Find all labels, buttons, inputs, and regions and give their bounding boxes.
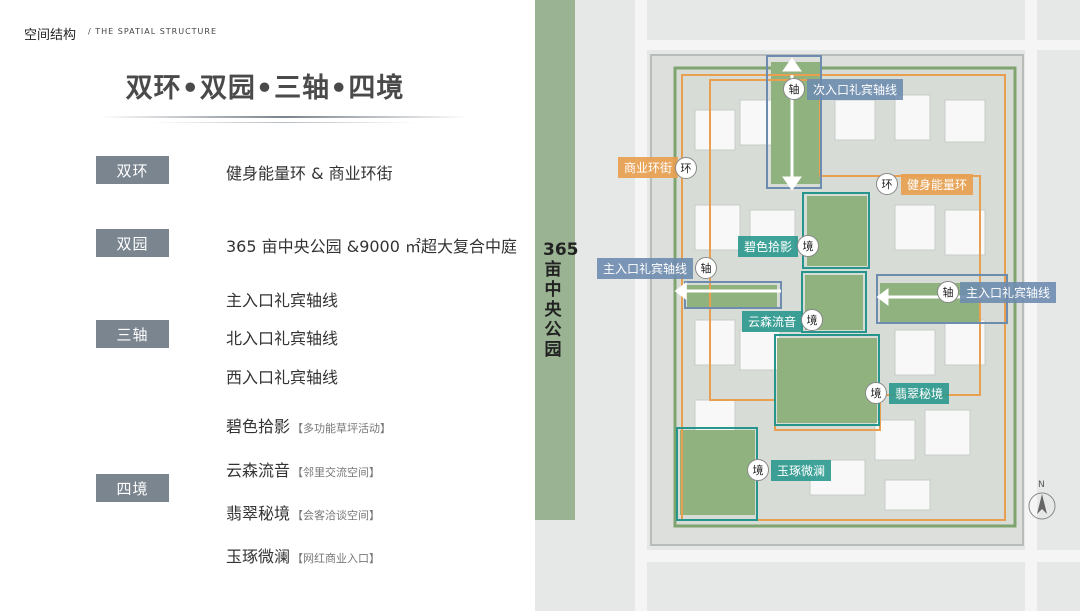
site-plan-drawing bbox=[535, 0, 1080, 611]
central-park-label: 365亩中央公园 bbox=[543, 240, 579, 360]
title-divider-secondary bbox=[150, 122, 418, 123]
compass-letter: N bbox=[1038, 480, 1045, 490]
north-compass-icon: N bbox=[1027, 478, 1057, 522]
site-plan: 365亩中央公园 轴 次入口礼宾轴线 商业环街 环 环 健身能量环 碧色拾影 境… bbox=[535, 0, 1080, 611]
axis-line-west: 西入口礼宾轴线 bbox=[226, 368, 339, 387]
scene4-label: 玉琢微澜 bbox=[771, 460, 832, 481]
scene-badge-4: 境 bbox=[747, 459, 769, 481]
scene-line-2: 云森流音【邻里交流空间】 bbox=[226, 461, 381, 480]
scene2-label: 云森流音 bbox=[742, 311, 803, 332]
axis-line-main: 主入口礼宾轴线 bbox=[226, 291, 339, 310]
scene-line-3: 翡翠秘境【会客洽谈空间】 bbox=[226, 504, 381, 523]
scene-line-4: 玉琢微澜【网红商业入口】 bbox=[226, 547, 381, 566]
axis-badge-west: 轴 bbox=[695, 257, 717, 279]
tag-double-ring: 双环 bbox=[96, 156, 169, 184]
tag-double-garden: 双园 bbox=[96, 229, 169, 257]
tag-four-scenes: 四境 bbox=[96, 474, 169, 502]
section-title-en: / THE SPATIAL STRUCTURE bbox=[88, 27, 218, 36]
west-axis-label: 主入口礼宾轴线 bbox=[597, 258, 694, 279]
section-title-cn: 空间结构 bbox=[24, 28, 77, 43]
axis-line-north: 北入口礼宾轴线 bbox=[226, 329, 339, 348]
east-axis-label: 主入口礼宾轴线 bbox=[960, 282, 1057, 303]
fitness-ring-label: 健身能量环 bbox=[901, 174, 974, 195]
ring-badge-fitness: 环 bbox=[876, 173, 898, 195]
scene-badge-2: 境 bbox=[801, 309, 823, 331]
tag-three-axes: 三轴 bbox=[96, 320, 169, 348]
scene-badge-3: 境 bbox=[865, 382, 887, 404]
axis-badge-east: 轴 bbox=[937, 281, 959, 303]
double-ring-desc: 健身能量环 & 商业环街 bbox=[226, 164, 393, 183]
title-divider bbox=[100, 116, 468, 118]
central-park-strip bbox=[535, 0, 575, 520]
ring-badge-commercial: 环 bbox=[675, 157, 697, 179]
axis-badge-north: 轴 bbox=[783, 78, 805, 100]
north-axis-label: 次入口礼宾轴线 bbox=[807, 79, 904, 100]
commercial-ring-label: 商业环街 bbox=[618, 157, 679, 178]
scene3-label: 翡翠秘境 bbox=[889, 383, 950, 404]
scene-badge-1: 境 bbox=[797, 235, 819, 257]
page-title: 双环•双园•三轴•四境 bbox=[125, 73, 405, 104]
scene1-label: 碧色拾影 bbox=[738, 236, 799, 257]
double-garden-desc: 365 亩中央公园 &9000 ㎡超大复合中庭 bbox=[226, 237, 517, 256]
scene-line-1: 碧色拾影【多功能草坪活动】 bbox=[226, 417, 392, 436]
